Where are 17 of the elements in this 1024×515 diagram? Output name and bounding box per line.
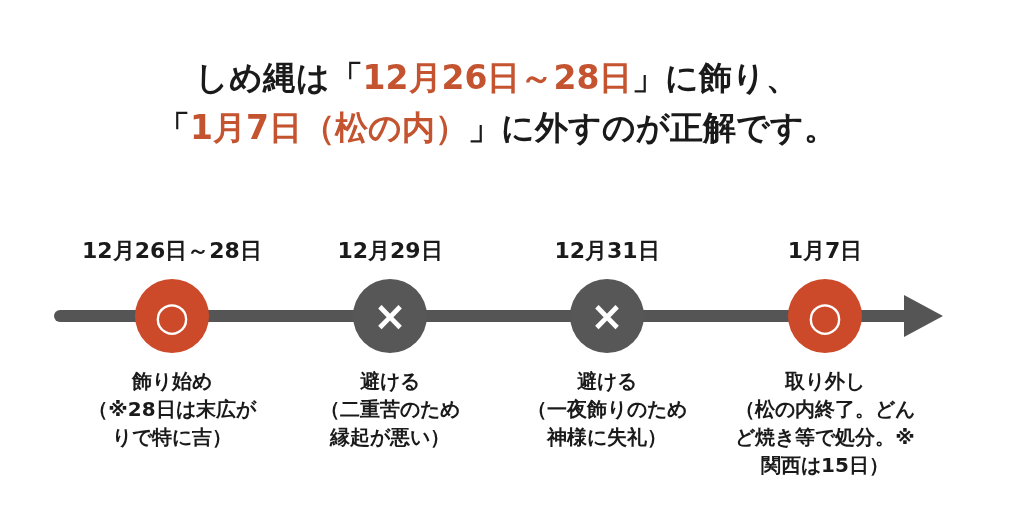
description-heading: 避ける	[576, 368, 638, 395]
description-note: （二重苦のため縁起が悪い）	[319, 396, 461, 451]
description-note: （※28日は末広がりで特に吉）	[87, 396, 258, 451]
description-heading: 飾り始め	[130, 368, 213, 395]
date-label: 1月7日	[786, 237, 864, 265]
description-note: （松の内終了。どんど焼き等で処分。※関西は15日）	[734, 396, 916, 479]
description-heading: 取り外し	[784, 368, 866, 395]
description-note: （一夜飾りのため神様に失礼）	[526, 396, 688, 451]
status-symbol: ×	[373, 296, 407, 336]
description-heading: 避ける	[359, 368, 421, 395]
date-label: 12月26日～28日	[81, 237, 263, 265]
date-label: 12月31日	[553, 237, 661, 265]
status-symbol: ○	[154, 296, 190, 336]
date-label: 12月29日	[336, 237, 444, 265]
diagram-title: しめ縄は「12月26日～28日」に飾り、「1月7日（松の内）」に外すのが正解です。	[156, 57, 838, 149]
status-symbol: ×	[590, 296, 624, 336]
status-symbol: ○	[807, 296, 843, 336]
